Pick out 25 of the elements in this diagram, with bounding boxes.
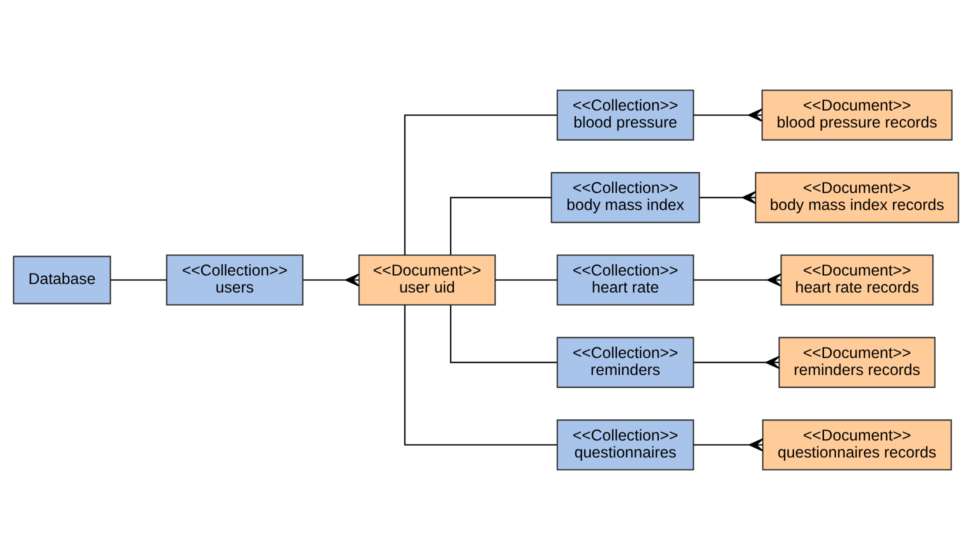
node-box: <<Document>> questionnaires records: [762, 418, 952, 470]
connector: [404, 114, 557, 254]
connector: [700, 190, 756, 204]
node-box: <<Document>> heart rate records: [780, 254, 934, 306]
node-box: <<Document>> body mass index records: [754, 172, 960, 223]
connector: [450, 304, 557, 363]
node-box: <<Document>> user uid: [358, 254, 496, 306]
connector: [694, 355, 780, 368]
connector: [495, 278, 558, 280]
connector: [694, 272, 782, 286]
node-box: <<Collection>> users: [166, 254, 304, 306]
connector: [694, 108, 762, 122]
node-box: <<Collection>> reminders: [556, 336, 694, 388]
node-box: <<Document>> reminders records: [778, 336, 936, 388]
connector: [404, 304, 557, 446]
node-box: <<Collection>> questionnaires: [556, 418, 694, 470]
connector: [110, 278, 167, 280]
node-box: <<Collection>> heart rate: [556, 254, 694, 306]
connector: [303, 272, 360, 286]
connector: [450, 196, 552, 254]
node-box: <<Document>> blood pressure records: [761, 89, 953, 140]
node-box: Database: [12, 255, 112, 304]
connector: [694, 438, 764, 451]
node-box: <<Collection>> blood pressure: [556, 89, 694, 140]
node-box: <<Collection>> body mass index: [550, 172, 700, 223]
